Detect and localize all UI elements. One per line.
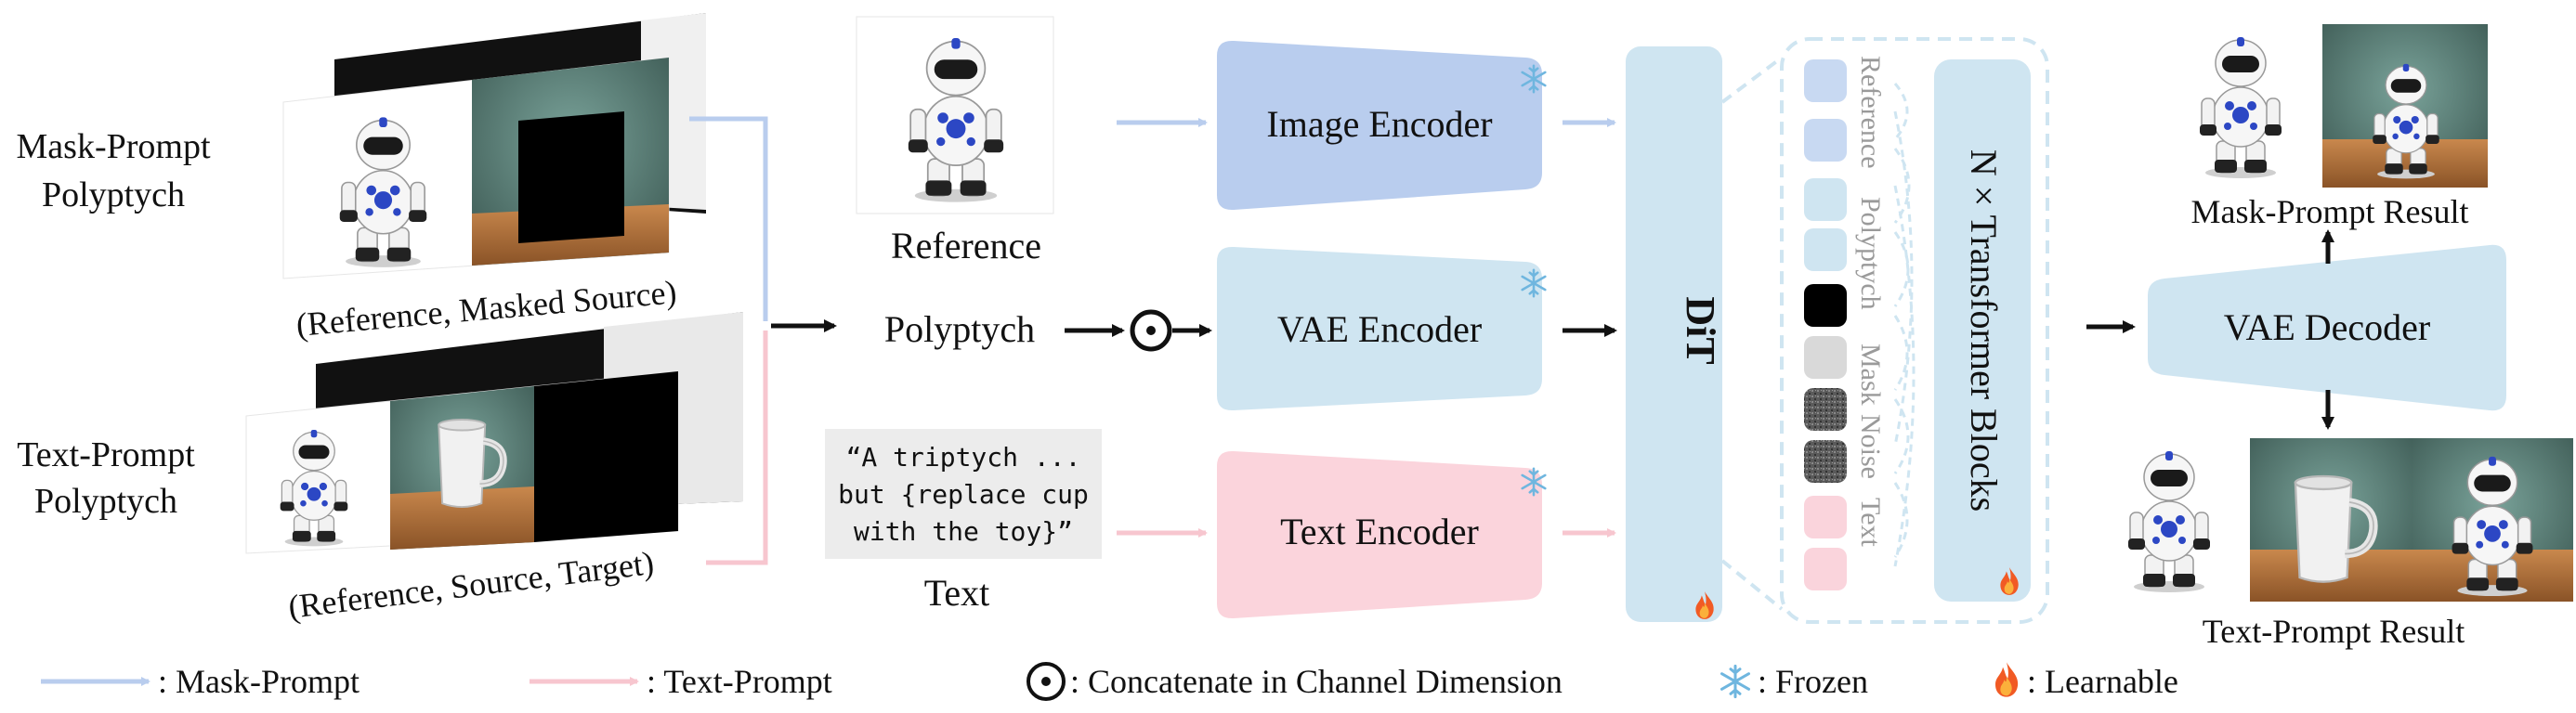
text-prompt-result-image <box>2088 438 2573 602</box>
dit-expand-line-top <box>1720 56 1784 104</box>
text-prompt-title-line2: Polyptych <box>34 482 177 521</box>
prompt-line3: with the toy}” <box>854 516 1073 547</box>
attention-arc-2 <box>1893 148 1911 224</box>
token-reference-2 <box>1804 119 1847 162</box>
token-mask-2 <box>1804 336 1847 379</box>
attention-arc-1 <box>1893 83 1909 140</box>
text-prompt-connector <box>706 331 768 565</box>
token-noise-2 <box>1804 440 1847 483</box>
mask-prompt-result-image <box>2157 24 2488 188</box>
concatenate-icon <box>1130 309 1172 352</box>
attention-arc-8 <box>1893 185 1916 567</box>
token-label-noise: Noise <box>1855 414 1886 479</box>
token-noise-1 <box>1804 388 1847 431</box>
vae-encoder-label: VAE Encoder <box>1277 308 1482 350</box>
mask-prompt-title-line1: Mask-Prompt <box>17 127 211 166</box>
legend-text-prompt: : Text-Prompt <box>647 663 832 700</box>
text-label: Text <box>924 572 990 614</box>
token-polyptych-2 <box>1804 228 1847 271</box>
dit-label: DiT <box>1678 296 1723 364</box>
dit-detail-panel: Reference Polyptych Mask Noise Text N × … <box>1780 37 2049 624</box>
legend-snowflake-icon <box>1720 664 1750 699</box>
image-encoder: Image Encoder <box>1217 40 1547 211</box>
token-polyptych-1 <box>1804 178 1847 221</box>
text-encoder-label: Text Encoder <box>1280 511 1479 552</box>
prompt-line1: “A triptych ... <box>846 442 1081 473</box>
reference-image <box>856 16 1054 214</box>
prompt-line2: but {replace cup <box>838 479 1089 510</box>
legend-flame-icon <box>1995 662 2019 697</box>
transformer-blocks <box>1934 59 2031 602</box>
image-encoder-label: Image Encoder <box>1266 103 1492 145</box>
polyptych-label: Polyptych <box>884 308 1035 350</box>
text-prompt-caption: (Reference, Source, Target) <box>286 544 656 626</box>
token-reference-1 <box>1804 59 1847 102</box>
text-encoder: Text Encoder <box>1217 450 1547 619</box>
legend-mask-prompt: : Mask-Prompt <box>158 663 360 700</box>
token-text-2 <box>1804 548 1847 590</box>
mask-prompt-connector <box>689 116 768 321</box>
mask-prompt-title-line2: Polyptych <box>42 175 185 214</box>
attention-arc-4 <box>1893 315 1909 391</box>
mask-prompt-polyptych <box>282 13 706 279</box>
legend-frozen: : Frozen <box>1758 663 1868 700</box>
reference-label: Reference <box>891 225 1041 266</box>
legend-concatenate-icon <box>1026 662 1066 701</box>
dit-block: DiT <box>1626 46 1723 622</box>
token-label-reference: Reference <box>1855 56 1886 169</box>
token-label-polyptych: Polyptych <box>1855 197 1886 310</box>
text-prompt-polyptych <box>245 312 743 554</box>
mask-prompt-result-label: Mask-Prompt Result <box>2190 193 2468 230</box>
text-prompt-title-line1: Text-Prompt <box>17 435 195 474</box>
vae-encoder: VAE Encoder <box>1217 246 1547 411</box>
token-label-text: Text <box>1855 498 1886 548</box>
transformer-blocks-label: N × Transformer Blocks <box>1963 149 2005 512</box>
token-text-1 <box>1804 496 1847 538</box>
dit-expand-line-bottom <box>1720 559 1784 611</box>
attention-arc-5 <box>1893 398 1910 474</box>
vae-decoder: VAE Decoder <box>2148 244 2506 411</box>
legend-learnable: : Learnable <box>2027 663 2178 700</box>
text-prompt-box: “A triptych ... but {replace cup with th… <box>825 429 1102 559</box>
attention-arc-7 <box>1893 110 1914 447</box>
attention-arc-6 <box>1893 482 1909 558</box>
token-label-mask: Mask <box>1855 344 1886 406</box>
token-mask-1 <box>1804 284 1847 327</box>
text-prompt-result-label: Text-Prompt Result <box>2203 613 2465 650</box>
legend: : Mask-Prompt : Text-Prompt : Concatenat… <box>41 662 2178 701</box>
legend-concatenate: : Concatenate in Channel Dimension <box>1070 663 1563 700</box>
vae-decoder-label: VAE Decoder <box>2224 306 2431 348</box>
